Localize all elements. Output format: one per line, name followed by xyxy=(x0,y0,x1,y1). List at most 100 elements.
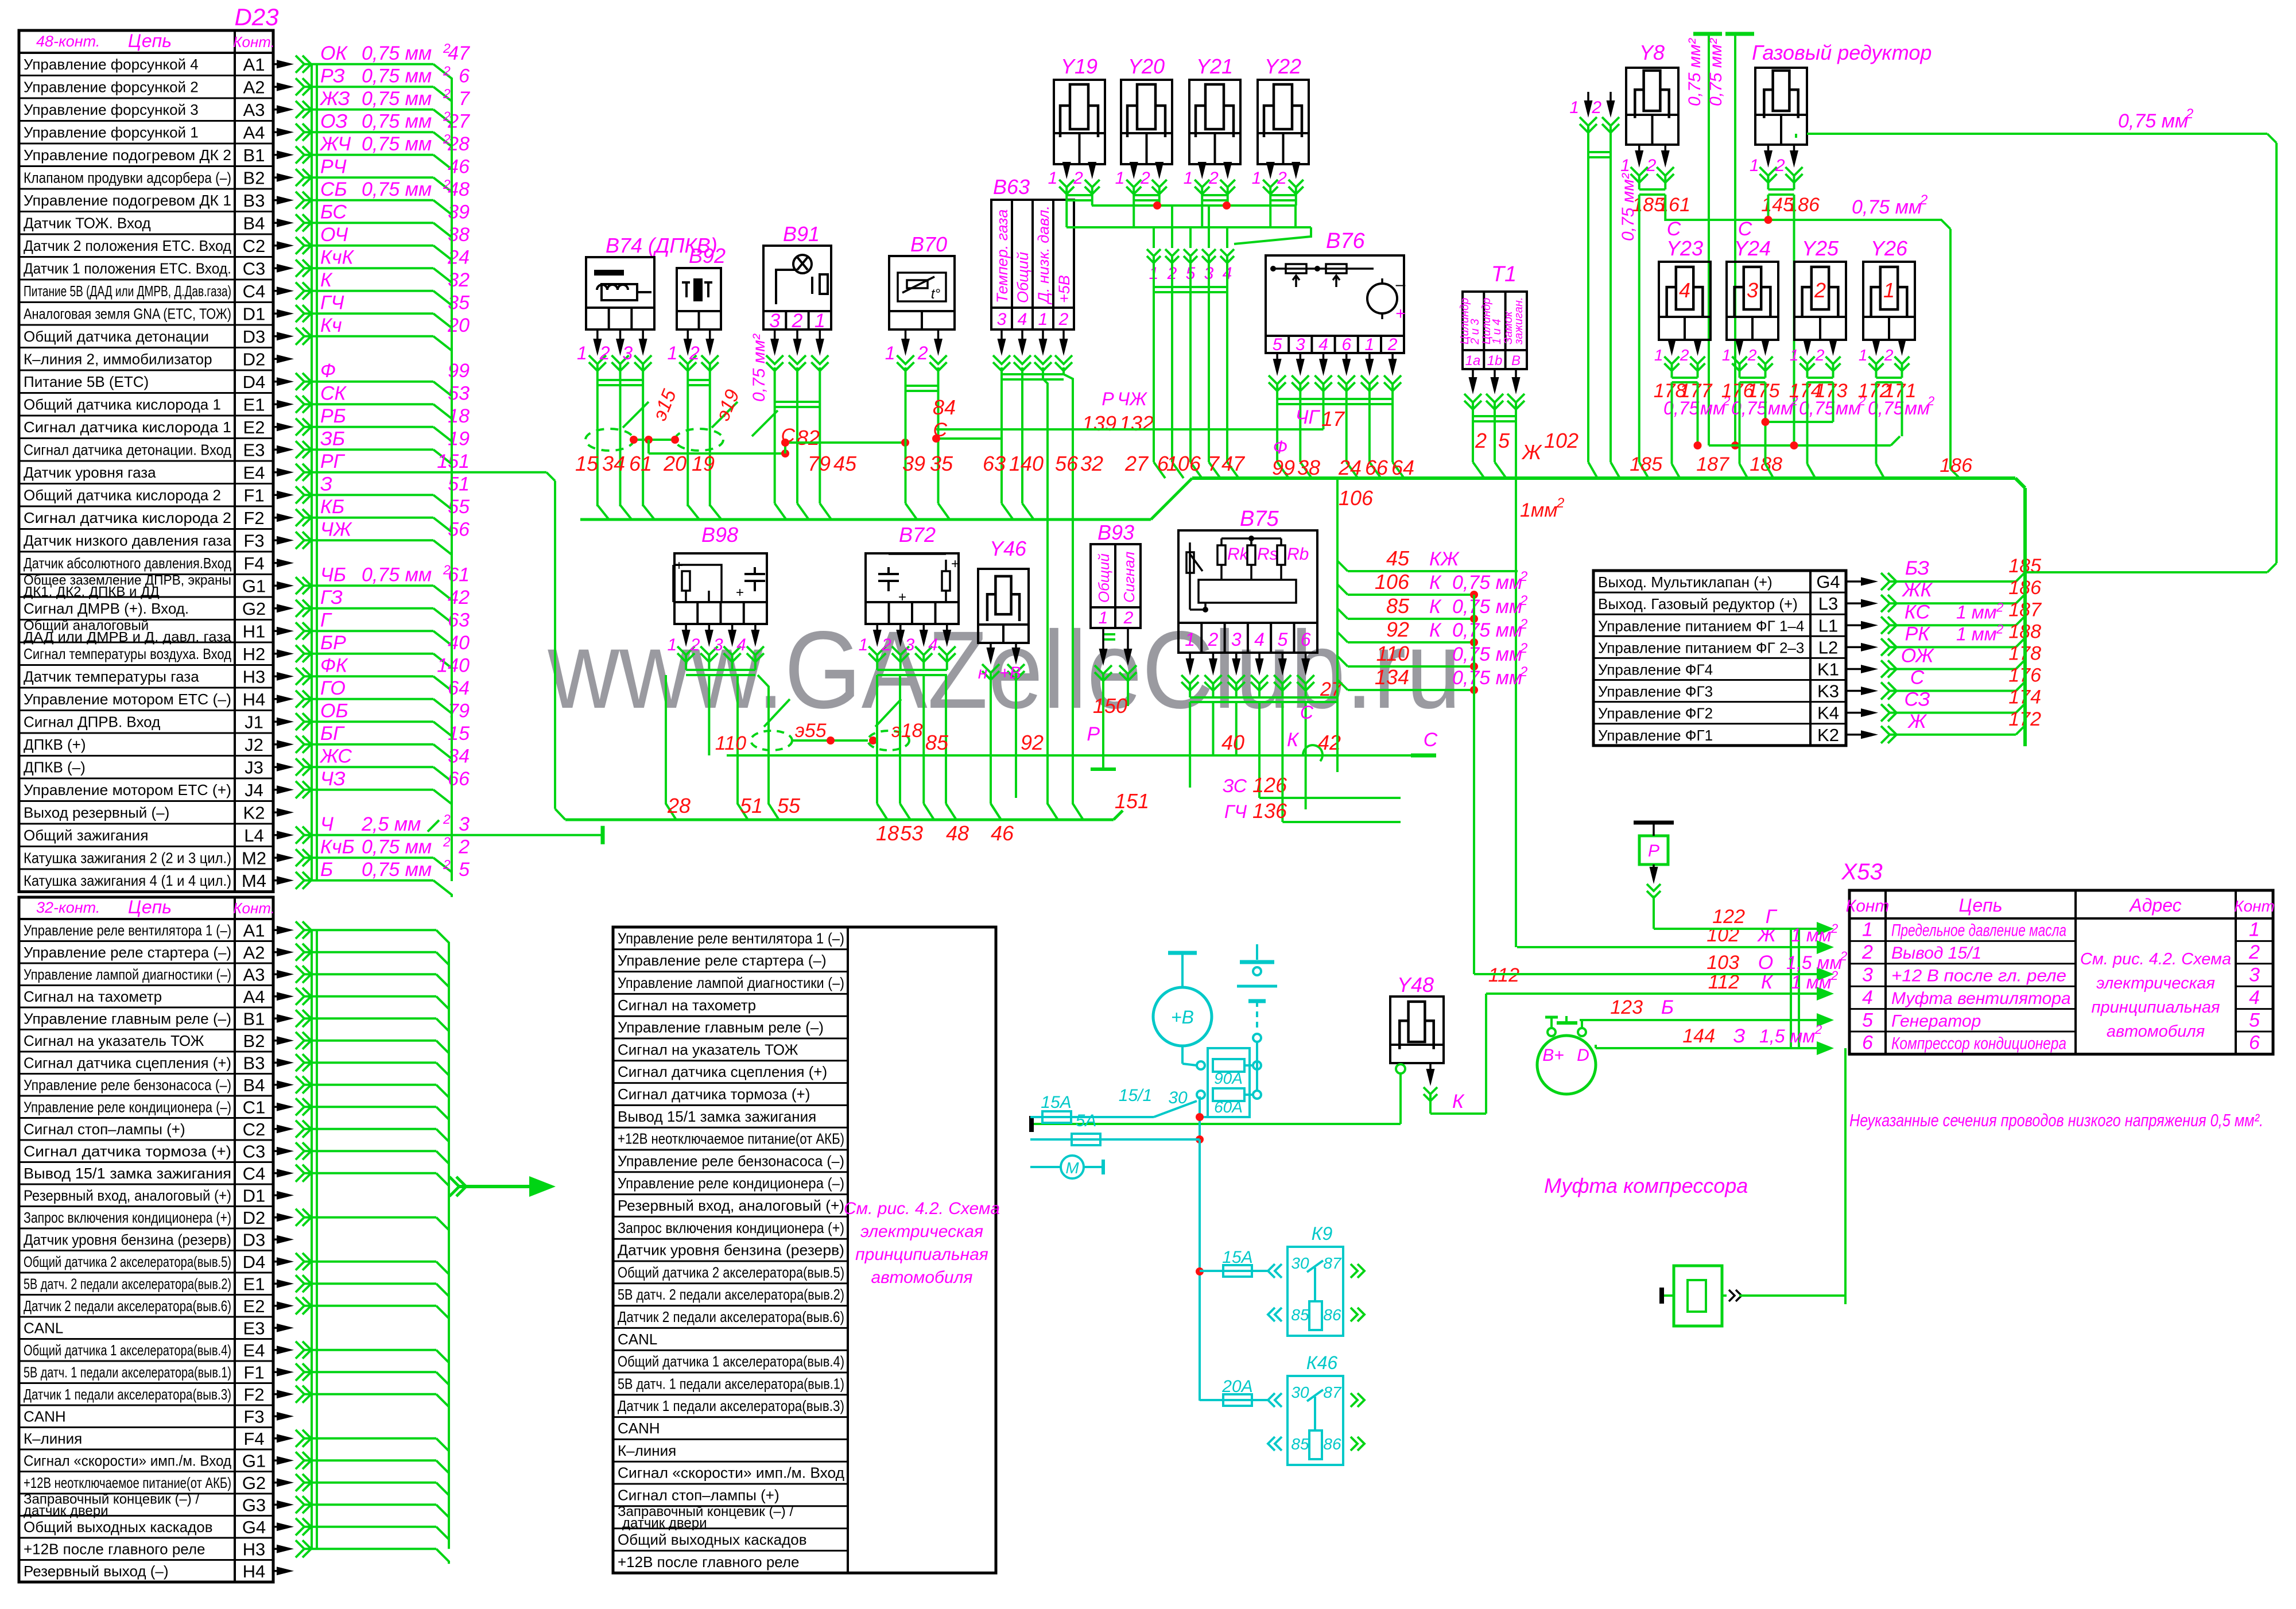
svg-text:Темпер. газа: Темпер. газа xyxy=(994,210,1011,303)
svg-text:0,75 мм: 0,75 мм xyxy=(1452,596,1522,618)
svg-text:66: 66 xyxy=(1365,456,1389,479)
svg-text:H4: H4 xyxy=(243,689,266,709)
svg-text:20: 20 xyxy=(663,452,687,475)
svg-text:СК: СК xyxy=(320,382,347,404)
svg-text:J1: J1 xyxy=(245,712,263,732)
svg-text:3: 3 xyxy=(713,635,723,654)
svg-text:Управление питанием ФГ 1–4: Управление питанием ФГ 1–4 xyxy=(1598,617,1804,634)
svg-text:18: 18 xyxy=(876,821,899,845)
svg-text:2: 2 xyxy=(1519,641,1527,656)
svg-text:+: + xyxy=(898,590,906,605)
svg-text:39: 39 xyxy=(902,452,925,475)
svg-text:Управление реле вентилятора 1: Управление реле вентилятора 1 (–) xyxy=(24,921,231,939)
svg-text:Управление лампой диагностики: Управление лампой диагностики (–) xyxy=(618,974,844,991)
svg-text:1b: 1b xyxy=(1487,353,1503,369)
svg-text:E2: E2 xyxy=(243,1296,265,1316)
svg-text:134: 134 xyxy=(1375,665,1409,689)
svg-text:Клапаном продувки адсорбера (–: Клапаном продувки адсорбера (–) xyxy=(24,169,231,186)
svg-text:E2: E2 xyxy=(243,417,265,437)
svg-text:Катушка зажигания 4 (1 и 4 ци: Катушка зажигания 4 (1 и 4 цил.) xyxy=(24,872,231,889)
svg-text:132: 132 xyxy=(1119,412,1154,435)
svg-text:176: 176 xyxy=(1721,380,1754,402)
svg-text:A3: A3 xyxy=(243,964,265,984)
svg-text:F2: F2 xyxy=(243,1385,264,1405)
svg-text:СЗ: СЗ xyxy=(1904,689,1930,711)
svg-text:+12 В после гл. реле: +12 В после гл. реле xyxy=(1891,967,2066,986)
svg-text:6: 6 xyxy=(1862,1032,1873,1054)
svg-text:Y20: Y20 xyxy=(1128,55,1165,78)
svg-text:151: 151 xyxy=(437,451,470,472)
svg-text:K2: K2 xyxy=(243,802,265,823)
svg-text:4: 4 xyxy=(1318,335,1328,354)
svg-text:15А: 15А xyxy=(1041,1093,1071,1112)
svg-text:G4: G4 xyxy=(1816,572,1840,592)
svg-text:Сигнал: Сигнал xyxy=(1120,551,1138,603)
svg-text:СБ: СБ xyxy=(320,179,347,200)
svg-text:177: 177 xyxy=(1680,380,1713,402)
svg-text:2: 2 xyxy=(1646,156,1657,175)
svg-text:Управление лампой диагностики: Управление лампой диагностики (–) xyxy=(24,966,231,983)
svg-text:185: 185 xyxy=(1630,453,1662,475)
svg-text:Сигнал температуры воздуха. Вх: Сигнал температуры воздуха. Вход xyxy=(24,645,231,662)
svg-text:56: 56 xyxy=(1055,452,1079,475)
svg-text:7: 7 xyxy=(459,88,470,110)
svg-text:G2: G2 xyxy=(242,1473,266,1493)
svg-text:э18: э18 xyxy=(891,720,923,742)
svg-text:К46: К46 xyxy=(1306,1352,1338,1373)
svg-text:90А: 90А xyxy=(1214,1069,1243,1087)
svg-text:В93: В93 xyxy=(1097,521,1134,544)
svg-text:Управление главным реле (–): Управление главным реле (–) xyxy=(24,1010,231,1027)
svg-text:53: 53 xyxy=(900,821,923,845)
svg-text:Ф: Ф xyxy=(320,360,336,382)
svg-text:CANL: CANL xyxy=(618,1331,657,1348)
svg-text:Сигнал на указатель ТОЖ: Сигнал на указатель ТОЖ xyxy=(618,1041,798,1058)
svg-text:Ж: Ж xyxy=(1521,440,1542,464)
svg-text:Rs: Rs xyxy=(1257,545,1278,564)
svg-text:D4: D4 xyxy=(243,372,266,392)
svg-text:X53: X53 xyxy=(1841,859,1882,885)
svg-text:2: 2 xyxy=(2185,106,2193,122)
svg-text:Газовый редуктор: Газовый редуктор xyxy=(1752,41,1932,64)
svg-text:5В датч. 1 педали акселератора: 5В датч. 1 педали акселератора(выв.1) xyxy=(24,1363,231,1381)
svg-text:C4: C4 xyxy=(243,281,266,301)
svg-text:48: 48 xyxy=(946,821,969,845)
svg-text:Датчик уровня бензина (резерв): Датчик уровня бензина (резерв) xyxy=(618,1242,844,1259)
svg-text:F4: F4 xyxy=(243,1429,264,1449)
svg-text:Y23: Y23 xyxy=(1666,236,1703,260)
svg-text:ГЧ: ГЧ xyxy=(320,292,344,313)
svg-text:D2: D2 xyxy=(243,349,266,369)
svg-text:34: 34 xyxy=(602,452,625,475)
svg-text:Муфта компрессора: Муфта компрессора xyxy=(1544,1174,1748,1197)
svg-text:106: 106 xyxy=(1166,452,1201,475)
svg-text:0,75 мм: 0,75 мм xyxy=(1452,643,1522,665)
svg-text:0,75 мм: 0,75 мм xyxy=(1852,196,1922,218)
svg-text:КС: КС xyxy=(1905,601,1930,623)
svg-text:19: 19 xyxy=(692,452,715,475)
svg-text:0,75: 0,75 xyxy=(1799,398,1835,418)
svg-text:Конт: Конт xyxy=(2234,897,2275,915)
svg-text:электрическая: электрическая xyxy=(860,1222,983,1241)
svg-text:2: 2 xyxy=(443,108,451,123)
svg-text:E4: E4 xyxy=(243,1340,265,1360)
svg-text:Р: Р xyxy=(1102,389,1114,409)
svg-text:1: 1 xyxy=(1115,169,1125,188)
svg-text:Управление реле вентилятора 1: Управление реле вентилятора 1 (–) xyxy=(618,929,844,947)
svg-text:0,75 мм²: 0,75 мм² xyxy=(1685,38,1704,106)
svg-text:Управление ФГ3: Управление ФГ3 xyxy=(1598,683,1713,700)
svg-text:35: 35 xyxy=(930,452,953,475)
svg-text:Общий: Общий xyxy=(1095,553,1112,603)
svg-text:Датчик 1 положения ETC. Вход.: Датчик 1 положения ETC. Вход. xyxy=(24,259,231,277)
svg-text:Датчик 1 педали акселератора(в: Датчик 1 педали акселератора(выв.3) xyxy=(24,1386,231,1403)
svg-text:D3: D3 xyxy=(243,1230,266,1250)
svg-text:A1: A1 xyxy=(243,920,265,940)
svg-text:92: 92 xyxy=(1386,618,1409,641)
svg-text:Общий датчика 1 акселератора(в: Общий датчика 1 акселератора(выв.4) xyxy=(618,1353,844,1370)
svg-text:ЗС: ЗС xyxy=(1223,776,1247,796)
svg-text:Датчик 1 педали акселератора(в: Датчик 1 педали акселератора(выв.3) xyxy=(618,1397,844,1414)
svg-text:0,75 мм: 0,75 мм xyxy=(362,133,432,155)
svg-text:КчК: КчК xyxy=(320,246,355,268)
svg-text:2: 2 xyxy=(1277,169,1287,188)
svg-text:К: К xyxy=(1429,572,1442,594)
svg-text:С: С xyxy=(1424,729,1438,751)
svg-text:ЖК: ЖК xyxy=(1901,579,1933,601)
